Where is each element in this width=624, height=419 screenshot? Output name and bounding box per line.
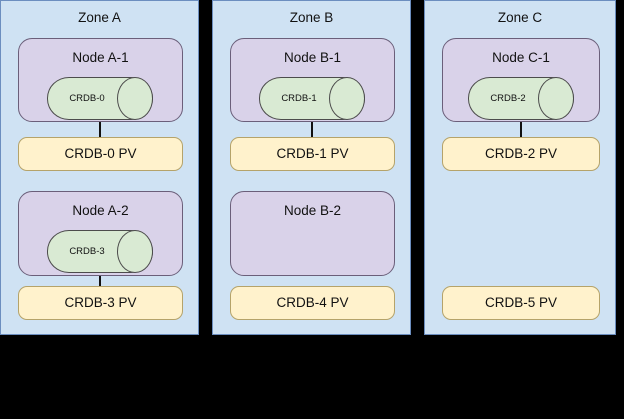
zone-title-c: Zone C: [497, 10, 543, 25]
zone-container-b[interactable]: Zone B Node B-1 CRDB-1 CRDB-1 PV Node B-…: [212, 0, 411, 335]
cylinder-database-icon[interactable]: CRDB-3: [47, 230, 153, 273]
node-box-c-1[interactable]: Node C-1 CRDB-2: [442, 38, 600, 122]
cylinder-cap: [117, 77, 153, 120]
node-box-a-2[interactable]: Node A-2 CRDB-3: [18, 191, 183, 276]
node-title-b-1: Node B-1: [283, 50, 342, 65]
pv-box-crdb-5[interactable]: CRDB-5 PV: [442, 286, 600, 320]
pv-box-crdb-2[interactable]: CRDB-2 PV: [442, 137, 600, 171]
connector-node-c-1-to-pv: [520, 122, 522, 137]
cylinder-cap: [117, 230, 153, 273]
cylinder-database-icon[interactable]: CRDB-2: [468, 77, 574, 120]
pv-label-crdb-3: CRDB-3 PV: [64, 295, 137, 310]
database-label-crdb-3: CRDB-3: [69, 246, 105, 257]
database-label-crdb-1: CRDB-1: [281, 93, 317, 104]
zone-container-c[interactable]: Zone C Node C-1 CRDB-2 CRDB-2 PV CRDB-5 …: [424, 0, 616, 335]
zone-container-a[interactable]: Zone A Node A-1 CRDB-0 CRDB-0 PV Node A-…: [0, 0, 199, 335]
zone-title-a: Zone A: [78, 10, 121, 25]
pv-label-crdb-5: CRDB-5 PV: [484, 295, 557, 310]
pv-label-crdb-4: CRDB-4 PV: [276, 295, 349, 310]
node-box-a-1[interactable]: Node A-1 CRDB-0: [18, 38, 183, 122]
pv-box-crdb-4[interactable]: CRDB-4 PV: [230, 286, 395, 320]
connector-node-a-1-to-pv: [99, 122, 101, 137]
database-label-crdb-0: CRDB-0: [69, 93, 105, 104]
pv-box-crdb-1[interactable]: CRDB-1 PV: [230, 137, 395, 171]
node-title-c-1: Node C-1: [492, 50, 550, 65]
connector-node-a-2-to-pv: [99, 276, 101, 286]
node-title-a-2: Node A-2: [72, 203, 129, 218]
pv-label-crdb-2: CRDB-2 PV: [484, 146, 557, 161]
pv-label-crdb-0: CRDB-0 PV: [64, 146, 137, 161]
database-label-crdb-2: CRDB-2: [490, 93, 526, 104]
pv-box-crdb-3[interactable]: CRDB-3 PV: [18, 286, 183, 320]
cylinder-database-icon[interactable]: CRDB-0: [47, 77, 153, 120]
node-title-b-2: Node B-2: [283, 203, 342, 218]
cylinder-cap: [329, 77, 365, 120]
node-box-b-1[interactable]: Node B-1 CRDB-1: [230, 38, 395, 122]
pv-label-crdb-1: CRDB-1 PV: [276, 146, 349, 161]
cylinder-cap: [538, 77, 574, 120]
zone-title-b: Zone B: [289, 10, 334, 25]
cylinder-database-icon[interactable]: CRDB-1: [259, 77, 365, 120]
pv-box-crdb-0[interactable]: CRDB-0 PV: [18, 137, 183, 171]
node-title-a-1: Node A-1: [72, 50, 129, 65]
connector-node-b-1-to-pv: [311, 122, 313, 137]
node-box-b-2[interactable]: Node B-2: [230, 191, 395, 276]
